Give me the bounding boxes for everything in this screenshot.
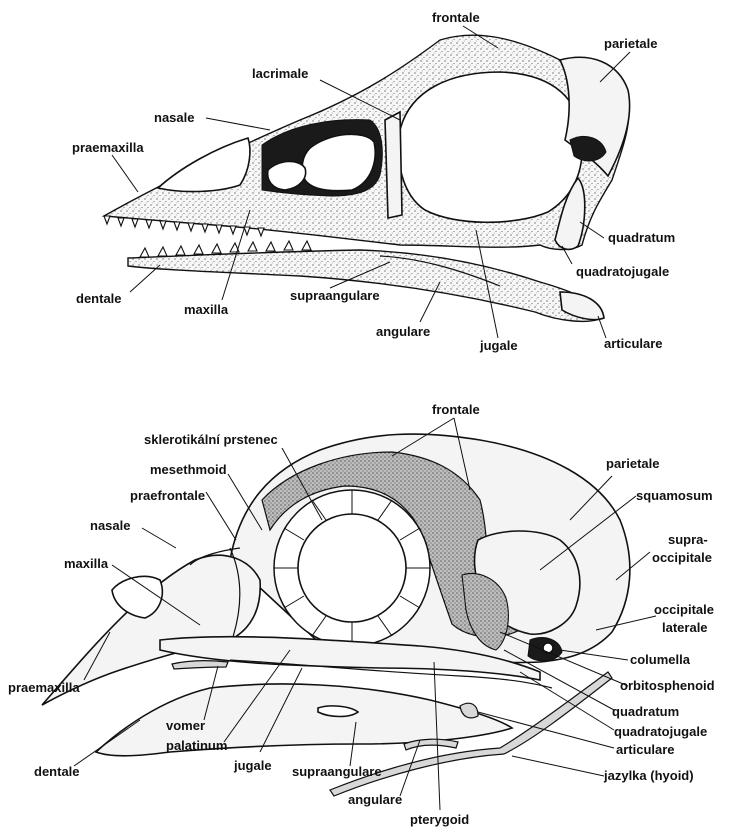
bird-label-occipitale-laterale-2: laterale — [662, 620, 708, 635]
dino-lacrimal-bar — [385, 112, 402, 218]
bird-label-quadratum: quadratum — [612, 704, 679, 719]
bird-label-squamosum: squamosum — [636, 488, 713, 503]
bird-label-maxilla: maxilla — [64, 556, 109, 571]
bird-label-nasale: nasale — [90, 518, 130, 533]
dino-label-lacrimale: lacrimale — [252, 66, 308, 81]
bird-label-jugale: jugale — [233, 758, 272, 773]
bird-scleral-ring — [274, 490, 430, 646]
dinosaur-skull: frontale parietale lacrimale nasale prae… — [72, 10, 675, 353]
bird-label-mesethmoid: mesethmoid — [150, 462, 227, 477]
bird-label-orbitosphenoid: orbitosphenoid — [620, 678, 715, 693]
bird-vomer — [172, 661, 228, 669]
bird-label-parietale: parietale — [606, 456, 659, 471]
bird-columella-ring — [543, 643, 553, 653]
dino-label-articulare: articulare — [604, 336, 663, 351]
dino-label-praemaxilla: praemaxilla — [72, 140, 144, 155]
bird-label-praemaxilla: praemaxilla — [8, 680, 80, 695]
bird-label-supraoccipitale-2: occipitale — [652, 550, 712, 565]
bird-label-dentale: dentale — [34, 764, 80, 779]
dino-label-maxilla: maxilla — [184, 302, 229, 317]
bird-label-supraoccipitale-1: supra- — [668, 532, 708, 547]
bird-label-articulare: articulare — [616, 742, 675, 757]
bird-label-praefrontale: praefrontale — [130, 488, 205, 503]
bird-label-angulare: angulare — [348, 792, 402, 807]
bird-label-occipitale-laterale-1: occipitale — [654, 602, 714, 617]
bird-skull: frontale sklerotikální prstenec parietal… — [8, 402, 715, 827]
dino-label-parietale: parietale — [604, 36, 657, 51]
dino-orbit — [398, 72, 582, 222]
dino-label-quadratojugale: quadratojugale — [576, 264, 669, 279]
bird-label-vomer: vomer — [166, 718, 205, 733]
dino-label-dentale: dentale — [76, 291, 122, 306]
bird-label-palatinum: palatinum — [166, 738, 227, 753]
dino-label-supraangulare: supraangulare — [290, 288, 380, 303]
bird-label-supraangulare: supraangulare — [292, 764, 382, 779]
dino-label-nasale: nasale — [154, 110, 194, 125]
bird-label-columella: columella — [630, 652, 691, 667]
bird-label-quadratojugale: quadratojugale — [614, 724, 707, 739]
bird-label-frontale: frontale — [432, 402, 480, 417]
bird-label-sklerotikalni-prstenec: sklerotikální prstenec — [144, 432, 278, 447]
bird-label-jazylka: jazylka (hyoid) — [603, 768, 694, 783]
dino-label-angulare: angulare — [376, 324, 430, 339]
dino-naris — [158, 138, 250, 192]
bird-label-pterygoid: pterygoid — [410, 812, 469, 827]
dino-label-jugale: jugale — [479, 338, 518, 353]
dino-label-quadratum: quadratum — [608, 230, 675, 245]
dino-label-frontale: frontale — [432, 10, 480, 25]
